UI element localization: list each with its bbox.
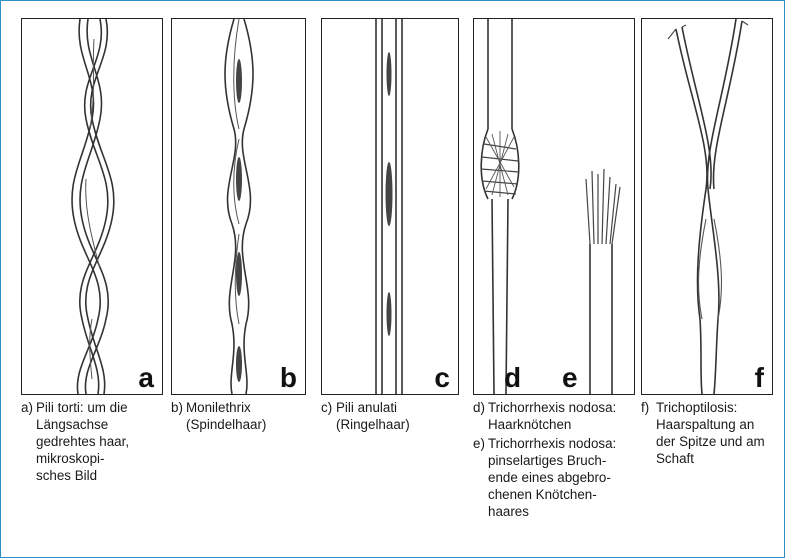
panel-b: b [171, 18, 306, 395]
panel-letter-a: a [138, 364, 154, 392]
panel-f: f [641, 18, 773, 395]
panel-letter-f: f [755, 364, 764, 392]
caption-e: e) Trichorrhexis nodosa: pinselartiges B… [473, 435, 635, 520]
panel-letter-d: d [504, 364, 521, 392]
panel-letter-c: c [434, 364, 450, 392]
caption-f: f) Trichoptilosis: Haarspaltung an der S… [641, 399, 781, 469]
ringed-hair-illustration [322, 19, 458, 394]
caption-a: a) Pili torti: um die Längsachse gedreht… [21, 399, 166, 486]
spindle-hair-illustration [172, 19, 305, 394]
panel-a: a [21, 18, 163, 395]
caption-c: c) Pili anulati (Ringelhaar) [321, 399, 461, 435]
trichorrhexis-illustration [474, 19, 634, 394]
twisted-hair-illustration [22, 19, 162, 394]
caption-d: d) Trichorrhexis nodosa: Haarknötchen [473, 399, 635, 433]
caption-b: b) Monilethrix (Spindelhaar) [171, 399, 311, 435]
split-hair-illustration [642, 19, 772, 394]
panel-de: d e [473, 18, 635, 395]
caption-de: d) Trichorrhexis nodosa: Haarknötchen e)… [473, 399, 635, 522]
panel-letter-e: e [562, 364, 578, 392]
panel-c: c [321, 18, 459, 395]
panel-letter-b: b [280, 364, 297, 392]
